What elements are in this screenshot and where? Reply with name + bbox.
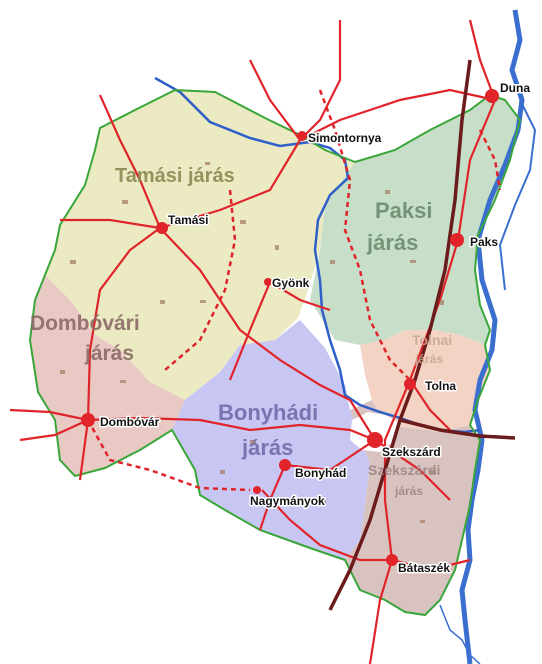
county-border xyxy=(28,88,522,617)
settlement xyxy=(320,500,326,504)
settlement xyxy=(120,380,126,383)
road xyxy=(409,379,451,431)
minor-road xyxy=(318,89,411,381)
settlement xyxy=(240,220,246,224)
road xyxy=(299,20,342,141)
town-marker-szekszard xyxy=(367,432,383,448)
district-label-tolnai-line2: járás xyxy=(414,352,443,366)
settlement xyxy=(70,260,76,264)
danube-side-channel xyxy=(498,99,537,291)
railway xyxy=(399,418,516,440)
town-label-tamasi: Tamási xyxy=(168,213,208,227)
railway xyxy=(328,59,472,611)
settlement xyxy=(420,520,425,523)
road xyxy=(368,559,394,664)
settlement xyxy=(205,162,210,165)
district-label-paksi-line2: járás xyxy=(366,230,418,255)
road xyxy=(228,281,272,381)
minor-road xyxy=(86,419,251,492)
road xyxy=(9,408,376,442)
town-marker-dombovar xyxy=(81,413,95,427)
district-borders xyxy=(28,88,522,617)
district-label-bonyhadi: Bonyhádi xyxy=(218,400,318,425)
town-marker-paks xyxy=(450,233,464,247)
town-marker-nagymanyok xyxy=(253,486,261,494)
road xyxy=(159,227,376,441)
district-area-szekszardi xyxy=(345,400,480,615)
town-marker-tamasi xyxy=(156,222,168,234)
settlement xyxy=(60,370,65,374)
road xyxy=(269,281,331,312)
settlement xyxy=(275,245,279,250)
minor-road xyxy=(478,129,502,191)
settlement xyxy=(385,190,390,194)
minor-road xyxy=(164,189,237,371)
minor-roads xyxy=(86,89,502,492)
district-label-szekszardi: Szekszárdi xyxy=(368,462,440,478)
road xyxy=(98,94,162,229)
town-label-bataszek: Bátaszék xyxy=(398,561,450,575)
settlement xyxy=(250,440,256,444)
district-label-tolnai: Tolnai xyxy=(412,332,452,348)
road xyxy=(78,227,161,481)
district-label-tamasi: Tamási járás xyxy=(115,165,235,187)
town-marker-simontornya xyxy=(297,131,307,141)
town-label-simontornya: Simontornya xyxy=(308,131,382,145)
district-area-dombovari xyxy=(30,275,185,476)
town-labels: Simontornya Duna Tamási Paks Gyönk Tolna… xyxy=(99,80,532,577)
road-network xyxy=(9,19,497,664)
town-marker-bonyhad xyxy=(279,459,291,471)
settlement xyxy=(220,470,225,474)
settlement-patches xyxy=(60,162,444,523)
town-label-dombovar: Dombóvár xyxy=(100,415,160,429)
district-labels: Tamási járás Dombóvári járás Bonyhádi já… xyxy=(30,165,452,498)
town-label-szekszard: Szekszárd xyxy=(382,445,441,459)
town-label-nagymanyok: Nagymányok xyxy=(250,494,325,508)
road xyxy=(159,139,301,230)
road xyxy=(60,218,161,230)
district-label-paksi: Paksi xyxy=(375,198,433,223)
danube-river xyxy=(439,9,537,664)
town-label-paks: Paks xyxy=(470,235,498,249)
settlement xyxy=(122,200,128,204)
settlement xyxy=(410,260,416,263)
district-area-tamasi xyxy=(45,90,355,400)
road xyxy=(391,558,471,572)
town-markers xyxy=(81,89,499,566)
settlement xyxy=(330,260,335,264)
road xyxy=(468,19,497,101)
district-label-dombovari: Dombóvári xyxy=(30,312,140,335)
town-marker-bataszek xyxy=(386,554,398,566)
town-marker-gyonk xyxy=(264,278,272,286)
road xyxy=(284,439,376,472)
settlement xyxy=(160,300,165,304)
settlement xyxy=(200,300,206,303)
settlement xyxy=(440,300,444,305)
town-marker-tolna xyxy=(404,378,416,390)
town-label-bonyhad: Bonyhád xyxy=(295,466,346,480)
district-label-dombovari-line2: járás xyxy=(84,342,134,365)
town-marker-dunafoldvar xyxy=(485,89,499,103)
danube-oxbow-south xyxy=(439,604,481,664)
district-label-bonyhadi-line2: járás xyxy=(241,435,293,460)
danube-main-channel xyxy=(459,9,525,664)
town-label-dunafoldvar: Duna xyxy=(500,81,530,95)
road xyxy=(249,59,301,141)
district-label-szekszardi-line2: járás xyxy=(394,484,423,498)
railway-lines xyxy=(328,59,516,611)
settlement xyxy=(430,470,436,474)
road xyxy=(261,489,392,562)
district-area-tolnai xyxy=(360,330,490,432)
road xyxy=(19,418,89,442)
town-label-tolna: Tolna xyxy=(425,379,456,393)
road xyxy=(383,99,497,561)
town-label-gyonk: Gyönk xyxy=(272,276,310,290)
